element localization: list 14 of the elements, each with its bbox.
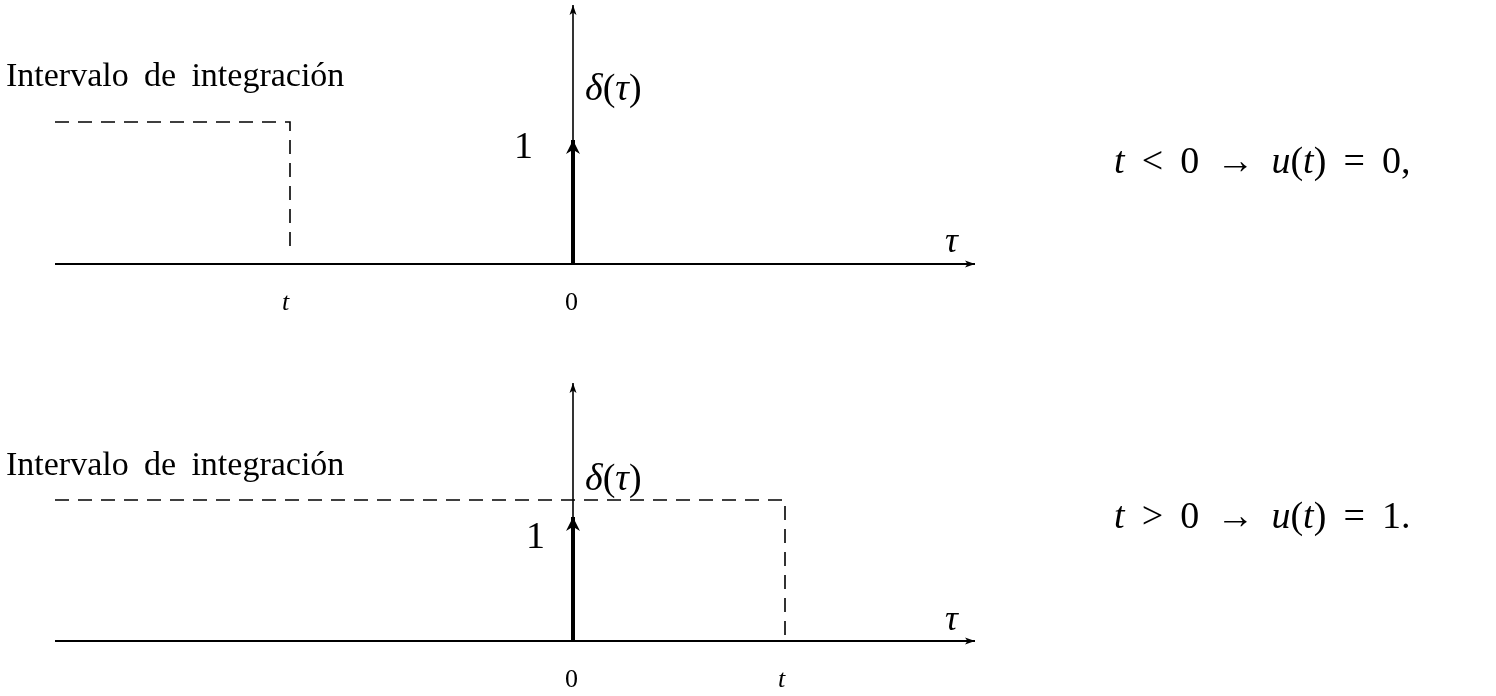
- impulse-amplitude: 1: [526, 516, 545, 554]
- tick-label: t: [778, 666, 786, 692]
- tick-label: t: [282, 289, 290, 315]
- tick-label: 0: [565, 289, 578, 315]
- impulse-label: δ(τ): [585, 458, 642, 496]
- axis-label: τ: [945, 600, 958, 636]
- interval-label: Intervalo de integración: [6, 58, 345, 92]
- impulse-label: δ(τ): [585, 68, 642, 106]
- impulse-amplitude: 1: [514, 126, 533, 164]
- condition-equation: t < 0 → u(t) = 0,: [1114, 141, 1411, 179]
- axis-label: τ: [945, 222, 958, 258]
- condition-equation: t > 0 → u(t) = 1.: [1114, 496, 1411, 534]
- tick-label: 0: [565, 666, 578, 692]
- interval-label: Intervalo de integración: [6, 447, 345, 481]
